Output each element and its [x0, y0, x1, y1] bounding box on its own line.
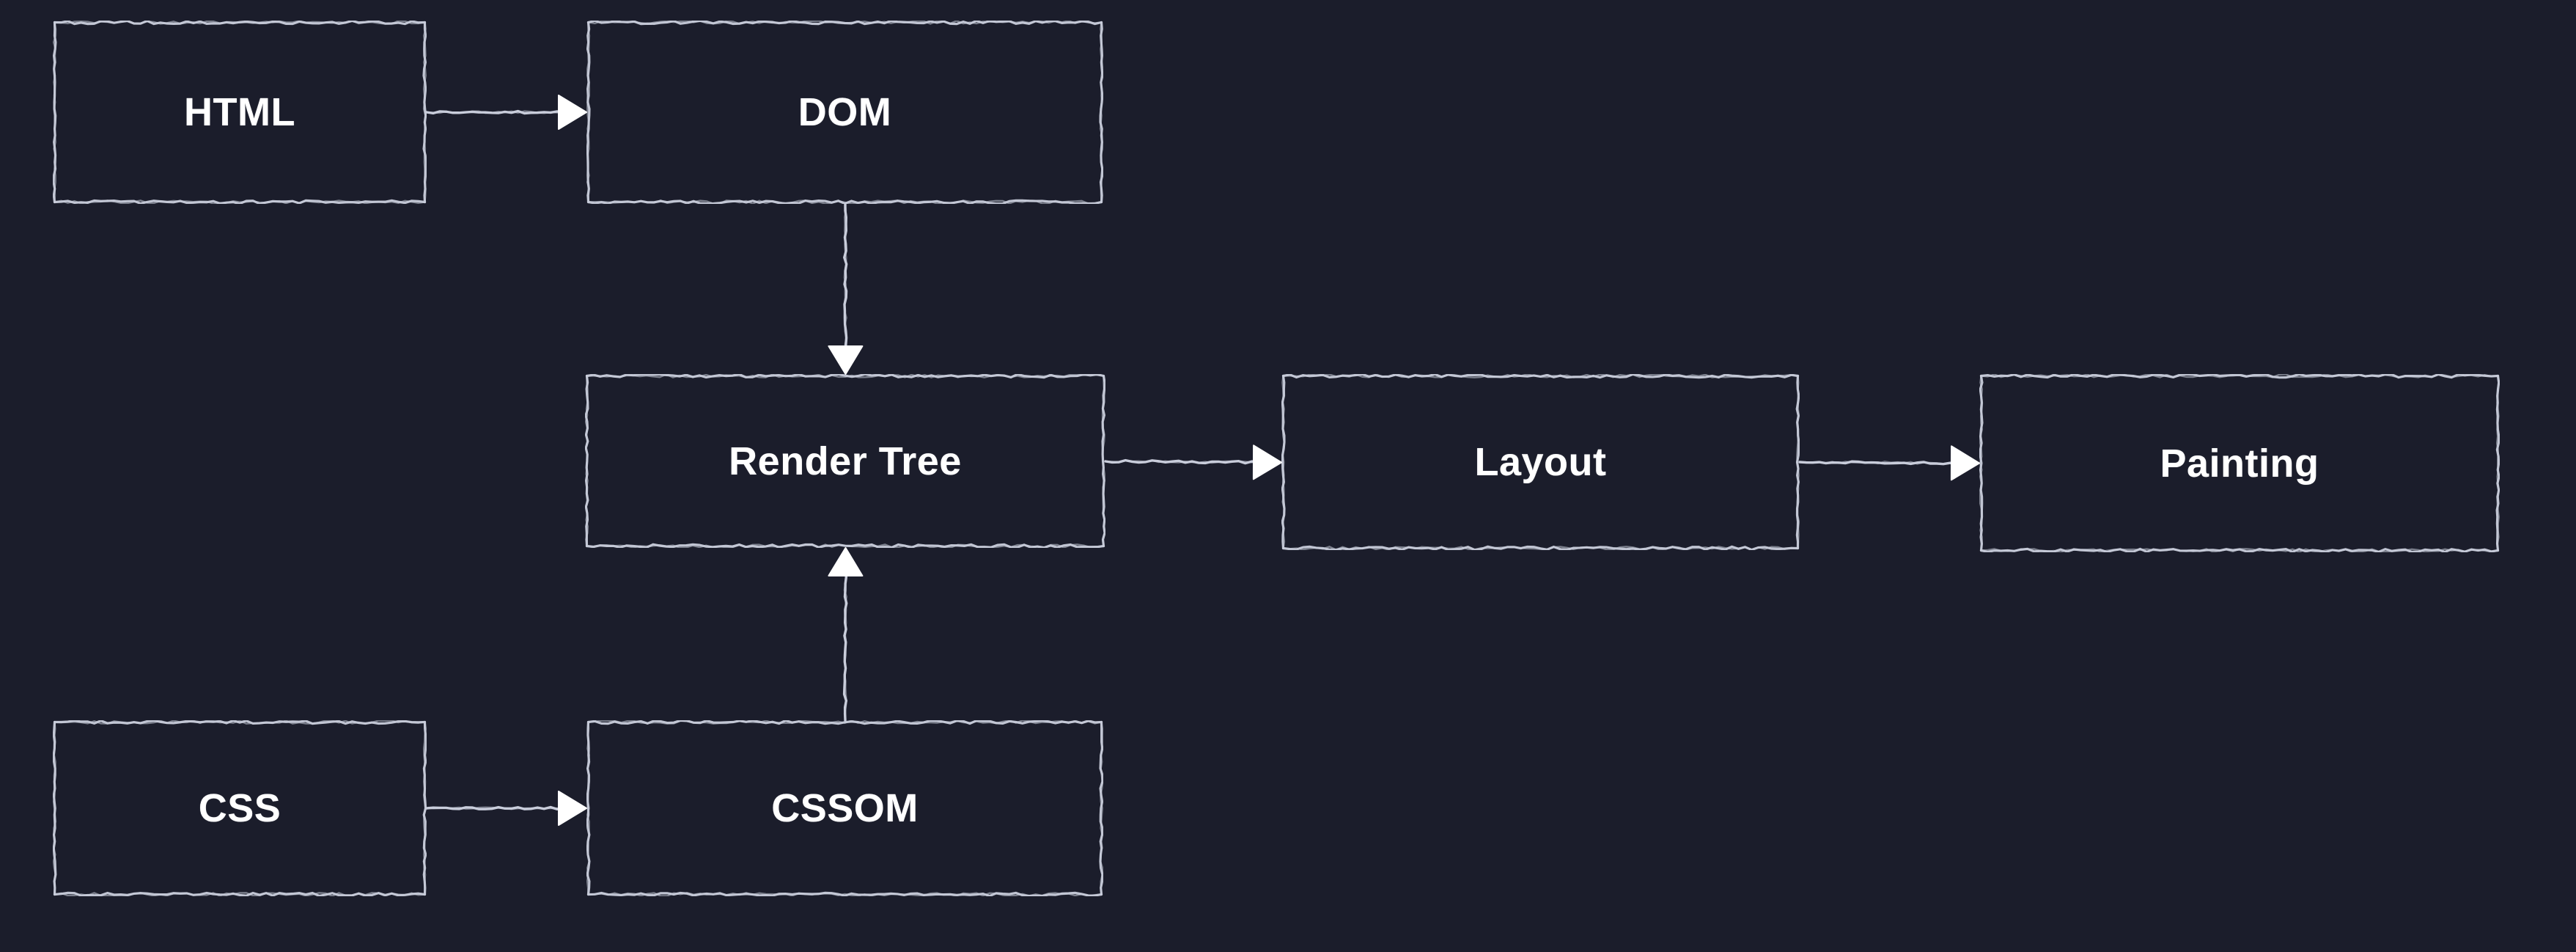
arrow-html-to-dom: [397, 83, 616, 142]
node-label: Layout: [1474, 440, 1607, 484]
node-label: Render Tree: [729, 439, 962, 483]
node-label: CSSOM: [771, 786, 919, 830]
node-label: HTML: [184, 90, 295, 134]
node-label: DOM: [798, 90, 892, 134]
node-layout[interactable]: Layout: [1281, 374, 1800, 550]
node-dom[interactable]: DOM: [586, 21, 1103, 204]
node-render-tree[interactable]: Render Tree: [585, 374, 1105, 548]
node-html[interactable]: HTML: [53, 21, 427, 204]
node-label: Painting: [2160, 441, 2319, 486]
arrow-cssom-to-render-tree: [816, 519, 875, 750]
arrow-render-tree-to-layout: [1076, 432, 1311, 492]
node-label: CSS: [198, 786, 281, 830]
arrow-layout-to-painting: [1770, 433, 2009, 493]
node-cssom[interactable]: CSSOM: [586, 720, 1103, 896]
node-css[interactable]: CSS: [53, 720, 427, 896]
arrow-css-to-cssom: [397, 779, 616, 838]
arrow-dom-to-render-tree: [816, 175, 875, 403]
node-painting[interactable]: Painting: [1979, 374, 2500, 552]
